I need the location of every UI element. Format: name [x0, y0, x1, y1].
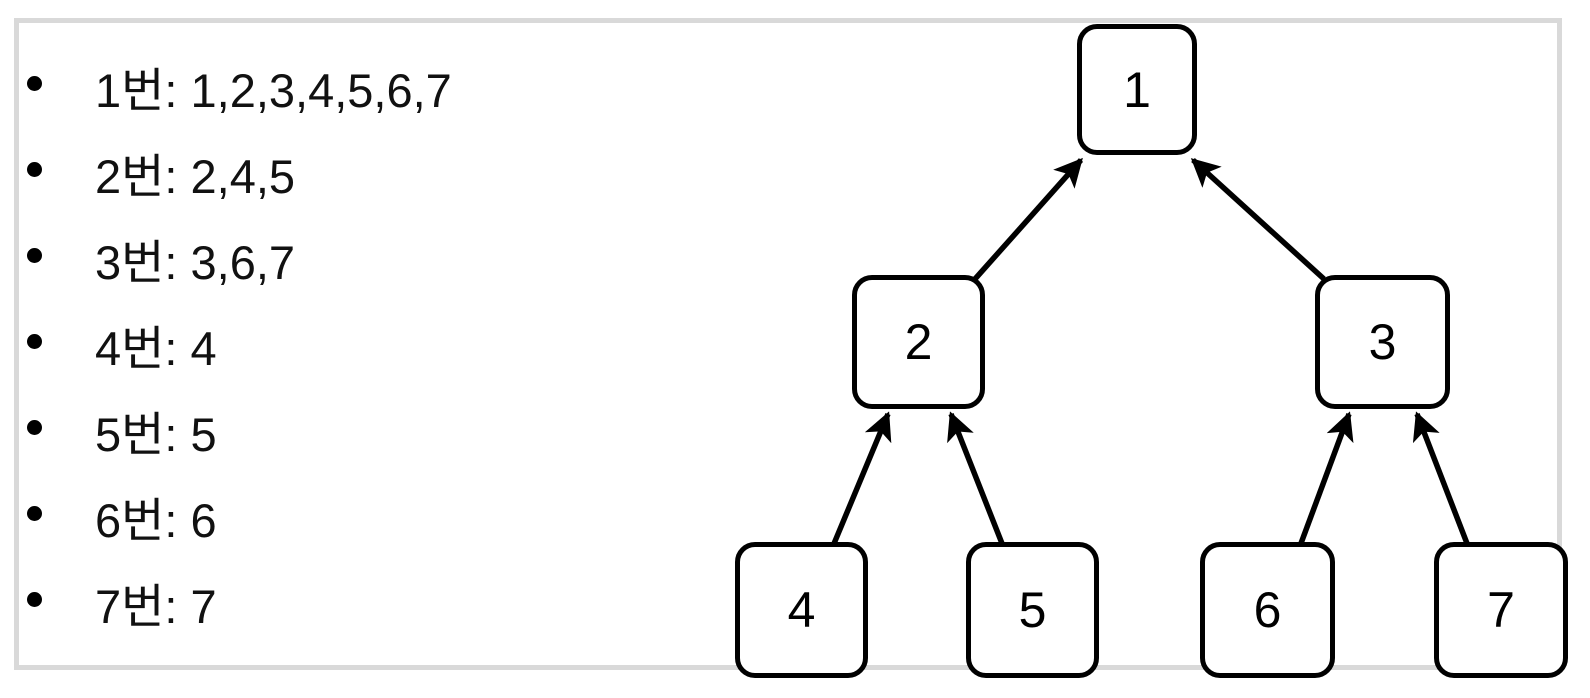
list-item: 7번: 7 [24, 556, 664, 642]
tree-node-1[interactable]: 1 [1077, 24, 1197, 155]
tree-node-label: 6 [1253, 582, 1282, 638]
tree-node-label: 7 [1487, 582, 1515, 638]
tree-node-label: 5 [1018, 582, 1047, 638]
list-item-label: 5번: 5 [95, 408, 217, 462]
bullet-icon [27, 76, 42, 91]
list-item: 2번: 2,4,5 [24, 126, 664, 212]
list-item-label: 4번: 4 [95, 322, 217, 376]
list-item: 4번: 4 [24, 298, 664, 384]
list-item-label: 6번: 6 [95, 494, 217, 548]
list-item-label: 1번: 1,2,3,4,5,6,7 [95, 64, 452, 118]
list-item-label: 7번: 7 [95, 580, 217, 634]
tree-node-2[interactable]: 2 [852, 275, 985, 409]
list-item: 1번: 1,2,3,4,5,6,7 [24, 40, 664, 126]
bullet-icon [27, 248, 42, 263]
subtree-list: 1번: 1,2,3,4,5,6,7 2번: 2,4,5 3번: 3,6,7 4번… [24, 40, 664, 642]
list-item: 3번: 3,6,7 [24, 212, 664, 298]
bullet-icon [27, 420, 42, 435]
tree-node-3[interactable]: 3 [1315, 275, 1450, 409]
tree-node-label: 4 [787, 582, 816, 638]
list-item: 5번: 5 [24, 384, 664, 470]
list-item-label: 3번: 3,6,7 [95, 236, 296, 290]
tree-node-4[interactable]: 4 [735, 542, 868, 678]
bullet-icon [27, 592, 42, 607]
tree-node-label: 1 [1123, 61, 1151, 118]
tree-node-6[interactable]: 6 [1200, 542, 1335, 678]
tree-node-5[interactable]: 5 [966, 542, 1099, 678]
tree-node-label: 2 [904, 314, 933, 370]
list-item: 6번: 6 [24, 470, 664, 556]
tree-node-7[interactable]: 7 [1434, 542, 1568, 678]
list-item-label: 2번: 2,4,5 [95, 150, 296, 204]
bullet-icon [27, 162, 42, 177]
bullet-icon [27, 334, 42, 349]
bullet-icon [27, 506, 42, 521]
tree-node-label: 3 [1368, 314, 1397, 370]
